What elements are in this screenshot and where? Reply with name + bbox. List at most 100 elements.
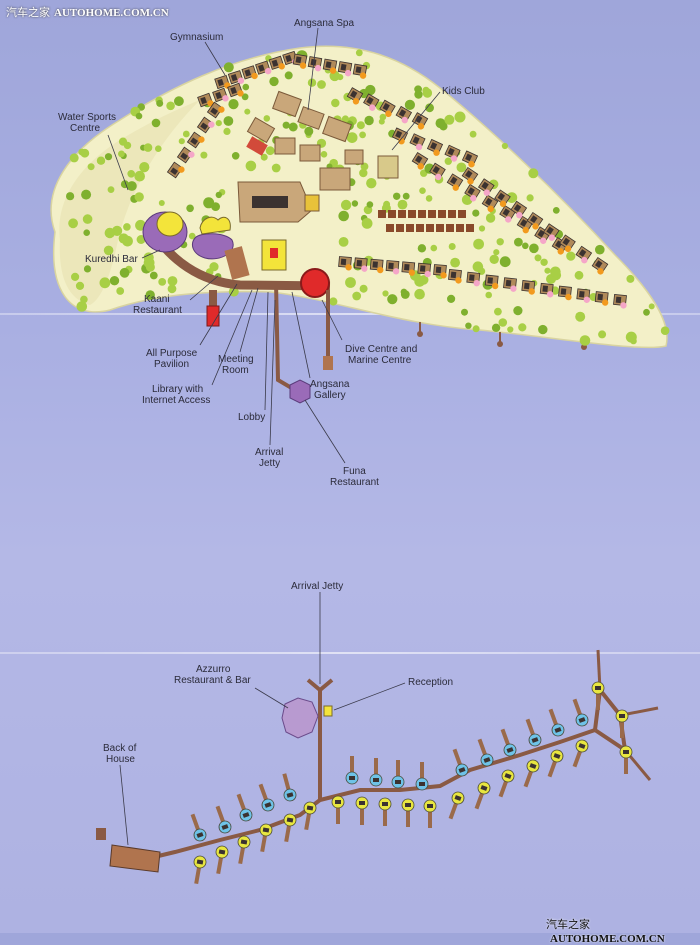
villa <box>539 282 554 298</box>
villa-core <box>398 109 407 117</box>
tree <box>506 192 518 204</box>
water-villa-core <box>382 802 388 806</box>
tree <box>534 254 542 262</box>
water-villa-walk <box>547 759 558 778</box>
tree <box>174 96 184 107</box>
label-all-purpose-2: Pavilion <box>154 359 189 370</box>
tree <box>188 232 196 240</box>
villa <box>417 262 432 278</box>
tree <box>166 101 175 111</box>
tree <box>450 257 460 268</box>
building-spa-2 <box>297 106 325 130</box>
villa <box>322 58 338 74</box>
tree <box>526 194 534 202</box>
water-villa-walk <box>238 845 246 865</box>
villa-pool <box>299 62 307 69</box>
water-villa <box>391 760 405 789</box>
building-spa-1 <box>272 90 302 118</box>
tree <box>331 98 340 108</box>
tree <box>364 115 374 126</box>
villa-pool <box>392 268 400 275</box>
tree <box>473 238 484 250</box>
villa-core <box>430 142 438 150</box>
tree <box>338 210 350 222</box>
tree <box>430 244 438 252</box>
villa-core <box>388 262 394 270</box>
label-kaani-2: Restaurant <box>133 305 182 316</box>
tree <box>151 118 161 128</box>
leader-lobby <box>264 291 269 411</box>
villa <box>241 65 258 80</box>
tree <box>494 307 502 316</box>
tree <box>478 225 486 232</box>
tree <box>402 192 410 200</box>
tree <box>223 127 231 135</box>
building-ochre <box>304 194 320 212</box>
tree <box>307 78 317 87</box>
villa-core <box>271 59 279 67</box>
tree <box>485 291 493 299</box>
building-7 <box>344 149 364 165</box>
staff-block <box>448 210 456 218</box>
tree <box>379 113 387 121</box>
label-gallery-1: Angsana <box>310 379 350 390</box>
tree <box>341 115 349 123</box>
tree <box>82 214 93 224</box>
leader-lines <box>107 27 441 846</box>
water-villa-core <box>529 763 537 769</box>
villa-core <box>469 274 475 281</box>
villa <box>166 161 185 179</box>
tree <box>269 76 279 87</box>
label-back-2: House <box>106 754 135 765</box>
tree <box>518 323 527 332</box>
villa-core <box>579 290 585 298</box>
staff-block <box>386 224 394 232</box>
water-villa-walk <box>216 855 224 875</box>
tree <box>209 262 219 272</box>
staff-block <box>438 210 446 218</box>
tree <box>538 324 548 335</box>
villa-core <box>244 69 252 77</box>
villa <box>510 200 528 219</box>
tree <box>134 192 144 202</box>
tree <box>282 121 290 129</box>
villa <box>363 93 380 111</box>
paper-fold-top <box>0 313 700 315</box>
water-villa-walk <box>572 698 583 717</box>
water-villa-core <box>427 804 433 808</box>
villa-pool <box>546 291 554 298</box>
tree <box>383 200 391 208</box>
label-kids-club: Kids Club <box>442 86 485 97</box>
label-angsana-spa: Angsana Spa <box>294 18 354 29</box>
water-villa <box>193 855 207 885</box>
villa-pool <box>620 302 627 309</box>
villa-core <box>419 265 426 272</box>
water-villa <box>415 762 429 791</box>
tree <box>496 238 504 246</box>
tree <box>366 178 377 189</box>
tree <box>361 218 373 229</box>
villa-pool <box>278 63 285 70</box>
tree <box>340 199 352 211</box>
tree <box>71 272 80 281</box>
villa-pool <box>188 151 195 158</box>
villa-pool <box>218 106 225 113</box>
tree <box>143 143 153 152</box>
tree <box>83 265 92 273</box>
villa-pool <box>251 72 258 80</box>
water-villa <box>525 718 542 747</box>
villa-pool <box>417 123 425 130</box>
staff-block <box>418 210 426 218</box>
villa-pool <box>361 265 368 272</box>
villa-core <box>530 215 538 224</box>
tree <box>178 138 185 145</box>
water-villa-walk <box>336 806 340 824</box>
water-villa <box>190 813 207 842</box>
tree <box>81 189 92 200</box>
villa <box>292 53 308 69</box>
tree <box>461 308 468 316</box>
villa-pool <box>455 277 462 284</box>
water-villa-walk <box>523 769 534 788</box>
villa <box>558 285 572 301</box>
arrival-jetty-island <box>274 281 297 392</box>
